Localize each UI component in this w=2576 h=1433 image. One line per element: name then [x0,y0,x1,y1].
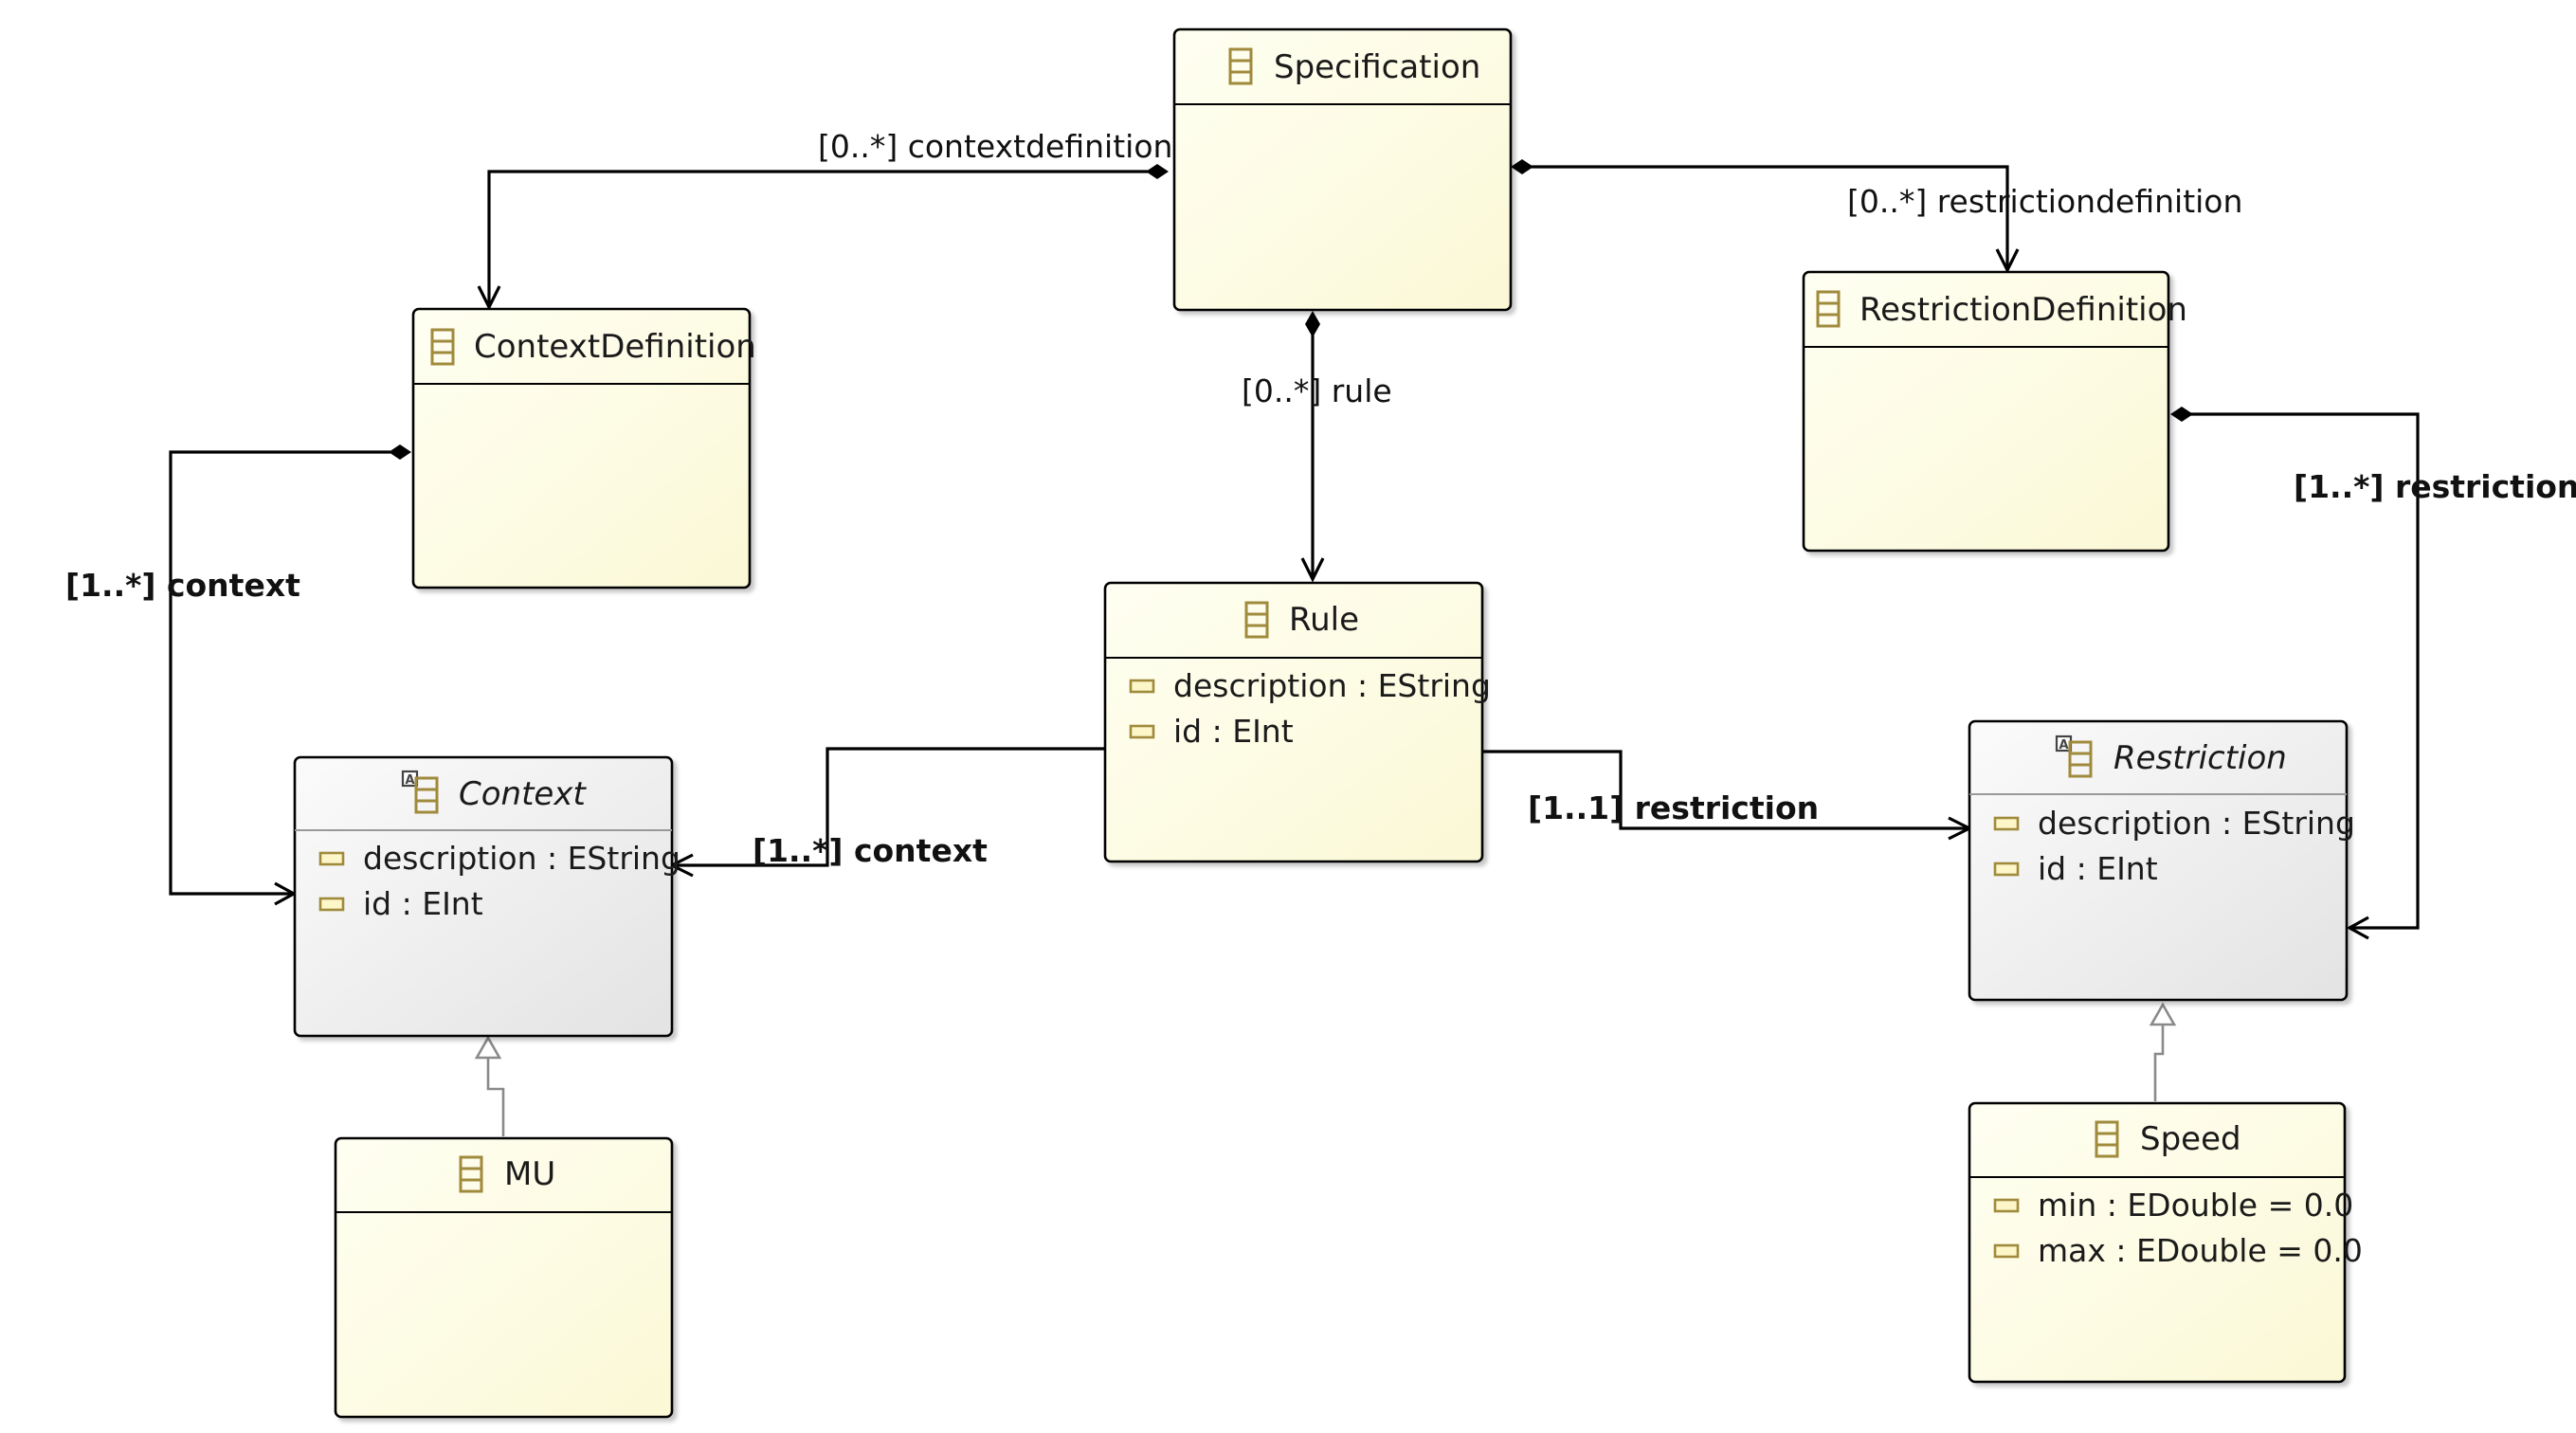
class-speed[interactable]: Speed min : EDouble = 0.0 max : EDouble … [1968,1101,2363,1384]
class-name: ContextDefinition [474,328,756,366]
edge-labels: [0..*] contextdefinition [0..*] restrict… [65,128,2576,869]
containment-diamond-icon [1146,164,1169,179]
class-name: Context [459,775,587,813]
ref-label-rule-restriction: [1..1] restriction [1528,789,1819,826]
edge-definition-restriction[interactable] [2170,407,2420,940]
ref-label-rule-context: [1..*] context [753,832,988,869]
ref-label-definition-restriction: [1..*] restriction [2294,468,2576,505]
class-restriction[interactable]: Restriction description : EString id : E… [1968,719,2355,1002]
class-specification[interactable]: Specification [1172,27,1513,312]
attribute-icon [1129,679,1155,694]
class-name: Restriction [2113,739,2287,777]
generalization-speed-restriction[interactable] [2149,1002,2177,1101]
generalization-arrow-icon [474,1035,502,1060]
class-context[interactable]: Context description : EString id : EInt [293,755,680,1038]
ref-label-contextdefinition: [0..*] contextdefinition [818,128,1172,165]
attribute-icon [1993,1243,2020,1259]
edge-restrictiondefinition[interactable] [1511,159,2020,274]
attribute-icon [1993,1198,2020,1213]
generalization-mu-context[interactable] [474,1035,505,1136]
attribute[interactable]: max : EDouble = 0.0 [2038,1232,2363,1269]
attribute-icon [318,897,345,912]
attribute[interactable]: description : EString [363,840,680,877]
attribute-icon [1993,816,2020,831]
edges [169,159,2420,1136]
class-context-definition[interactable]: ContextDefinition [411,307,756,590]
containment-diamond-icon [1511,159,1533,174]
edge-contextdefinition[interactable] [477,164,1169,311]
attribute[interactable]: id : EInt [363,885,483,922]
class-name: Speed [2140,1120,2241,1158]
ref-label-rule: [0..*] rule [1242,372,1392,409]
attribute[interactable]: min : EDouble = 0.0 [2038,1187,2353,1224]
attribute[interactable]: id : EInt [1173,713,1294,750]
class-mu[interactable]: MU [334,1136,674,1419]
edge-rule[interactable] [1300,311,1325,583]
class-restriction-definition[interactable]: RestrictionDefinition [1802,270,2187,553]
class-name: Specification [1274,48,1480,86]
attribute-icon [318,851,345,866]
ref-label-definition-context: [1..*] context [65,567,300,604]
edge-definition-context[interactable] [169,444,411,906]
containment-diamond-icon [389,444,411,460]
class-name: RestrictionDefinition [1859,291,2187,329]
attribute[interactable]: description : EString [2038,805,2355,842]
class-name: MU [504,1155,555,1193]
ref-label-restrictiondefinition: [0..*] restrictiondefinition [1847,183,2242,220]
class-rule[interactable]: Rule description : EString id : EInt [1103,581,1491,863]
attribute[interactable]: id : EInt [2038,850,2158,887]
containment-diamond-icon [1305,311,1320,337]
attribute[interactable]: description : EString [1173,667,1491,704]
generalization-arrow-icon [2149,1002,2177,1026]
class-name: Rule [1289,601,1359,639]
attribute-icon [1993,862,2020,877]
containment-diamond-icon [2170,407,2193,422]
attribute-icon [1129,724,1155,739]
